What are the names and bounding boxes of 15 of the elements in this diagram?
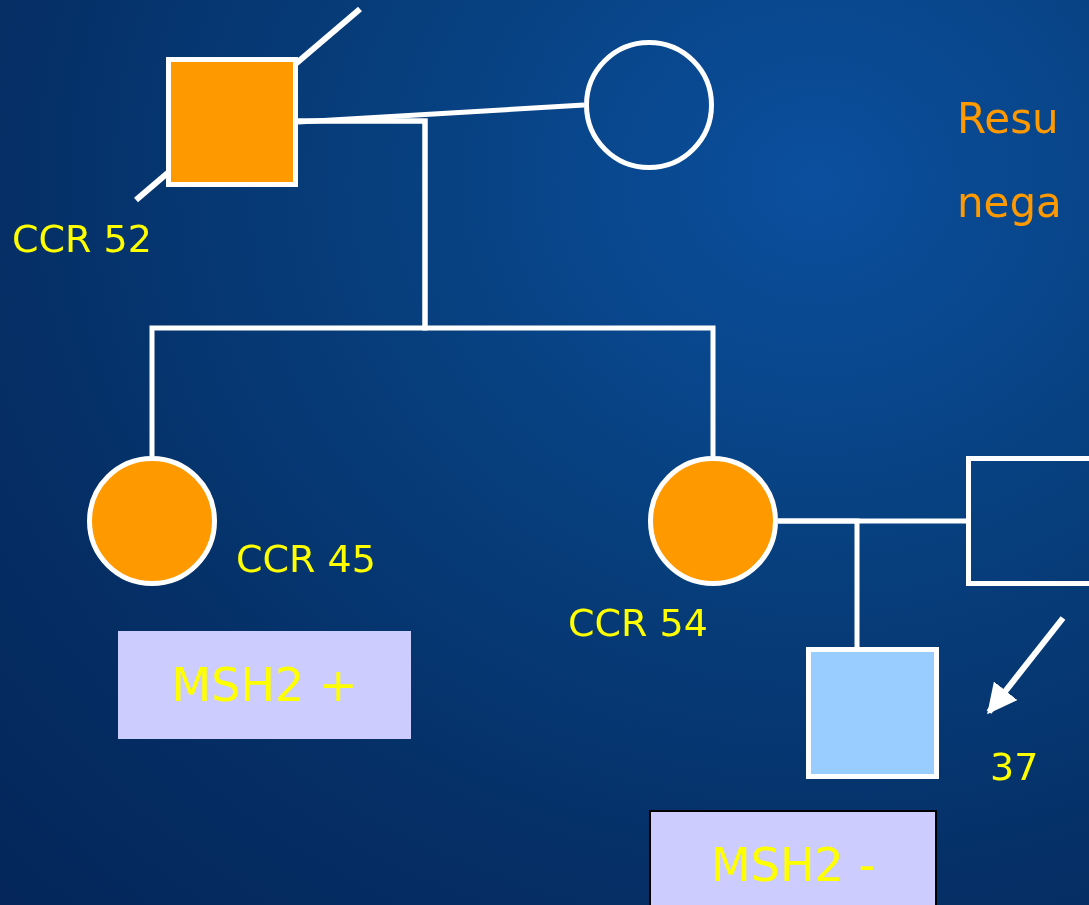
age-label: 37 xyxy=(990,748,1039,786)
female-circle xyxy=(584,40,714,170)
proband-arrow xyxy=(986,616,1066,715)
male-square xyxy=(966,456,1089,586)
result-box: MSH2 - xyxy=(649,810,937,905)
age-label: CCR 52 xyxy=(12,220,152,258)
note-text: nega xyxy=(957,182,1062,224)
note-text: Resu xyxy=(957,98,1059,140)
male-square xyxy=(166,57,298,187)
pedigree-line xyxy=(298,118,716,456)
age-label: CCR 45 xyxy=(236,540,376,578)
pedigree-line xyxy=(778,518,860,647)
male-square xyxy=(806,647,939,779)
age-label: CCR 54 xyxy=(568,604,708,642)
result-box: MSH2 + xyxy=(118,631,411,739)
